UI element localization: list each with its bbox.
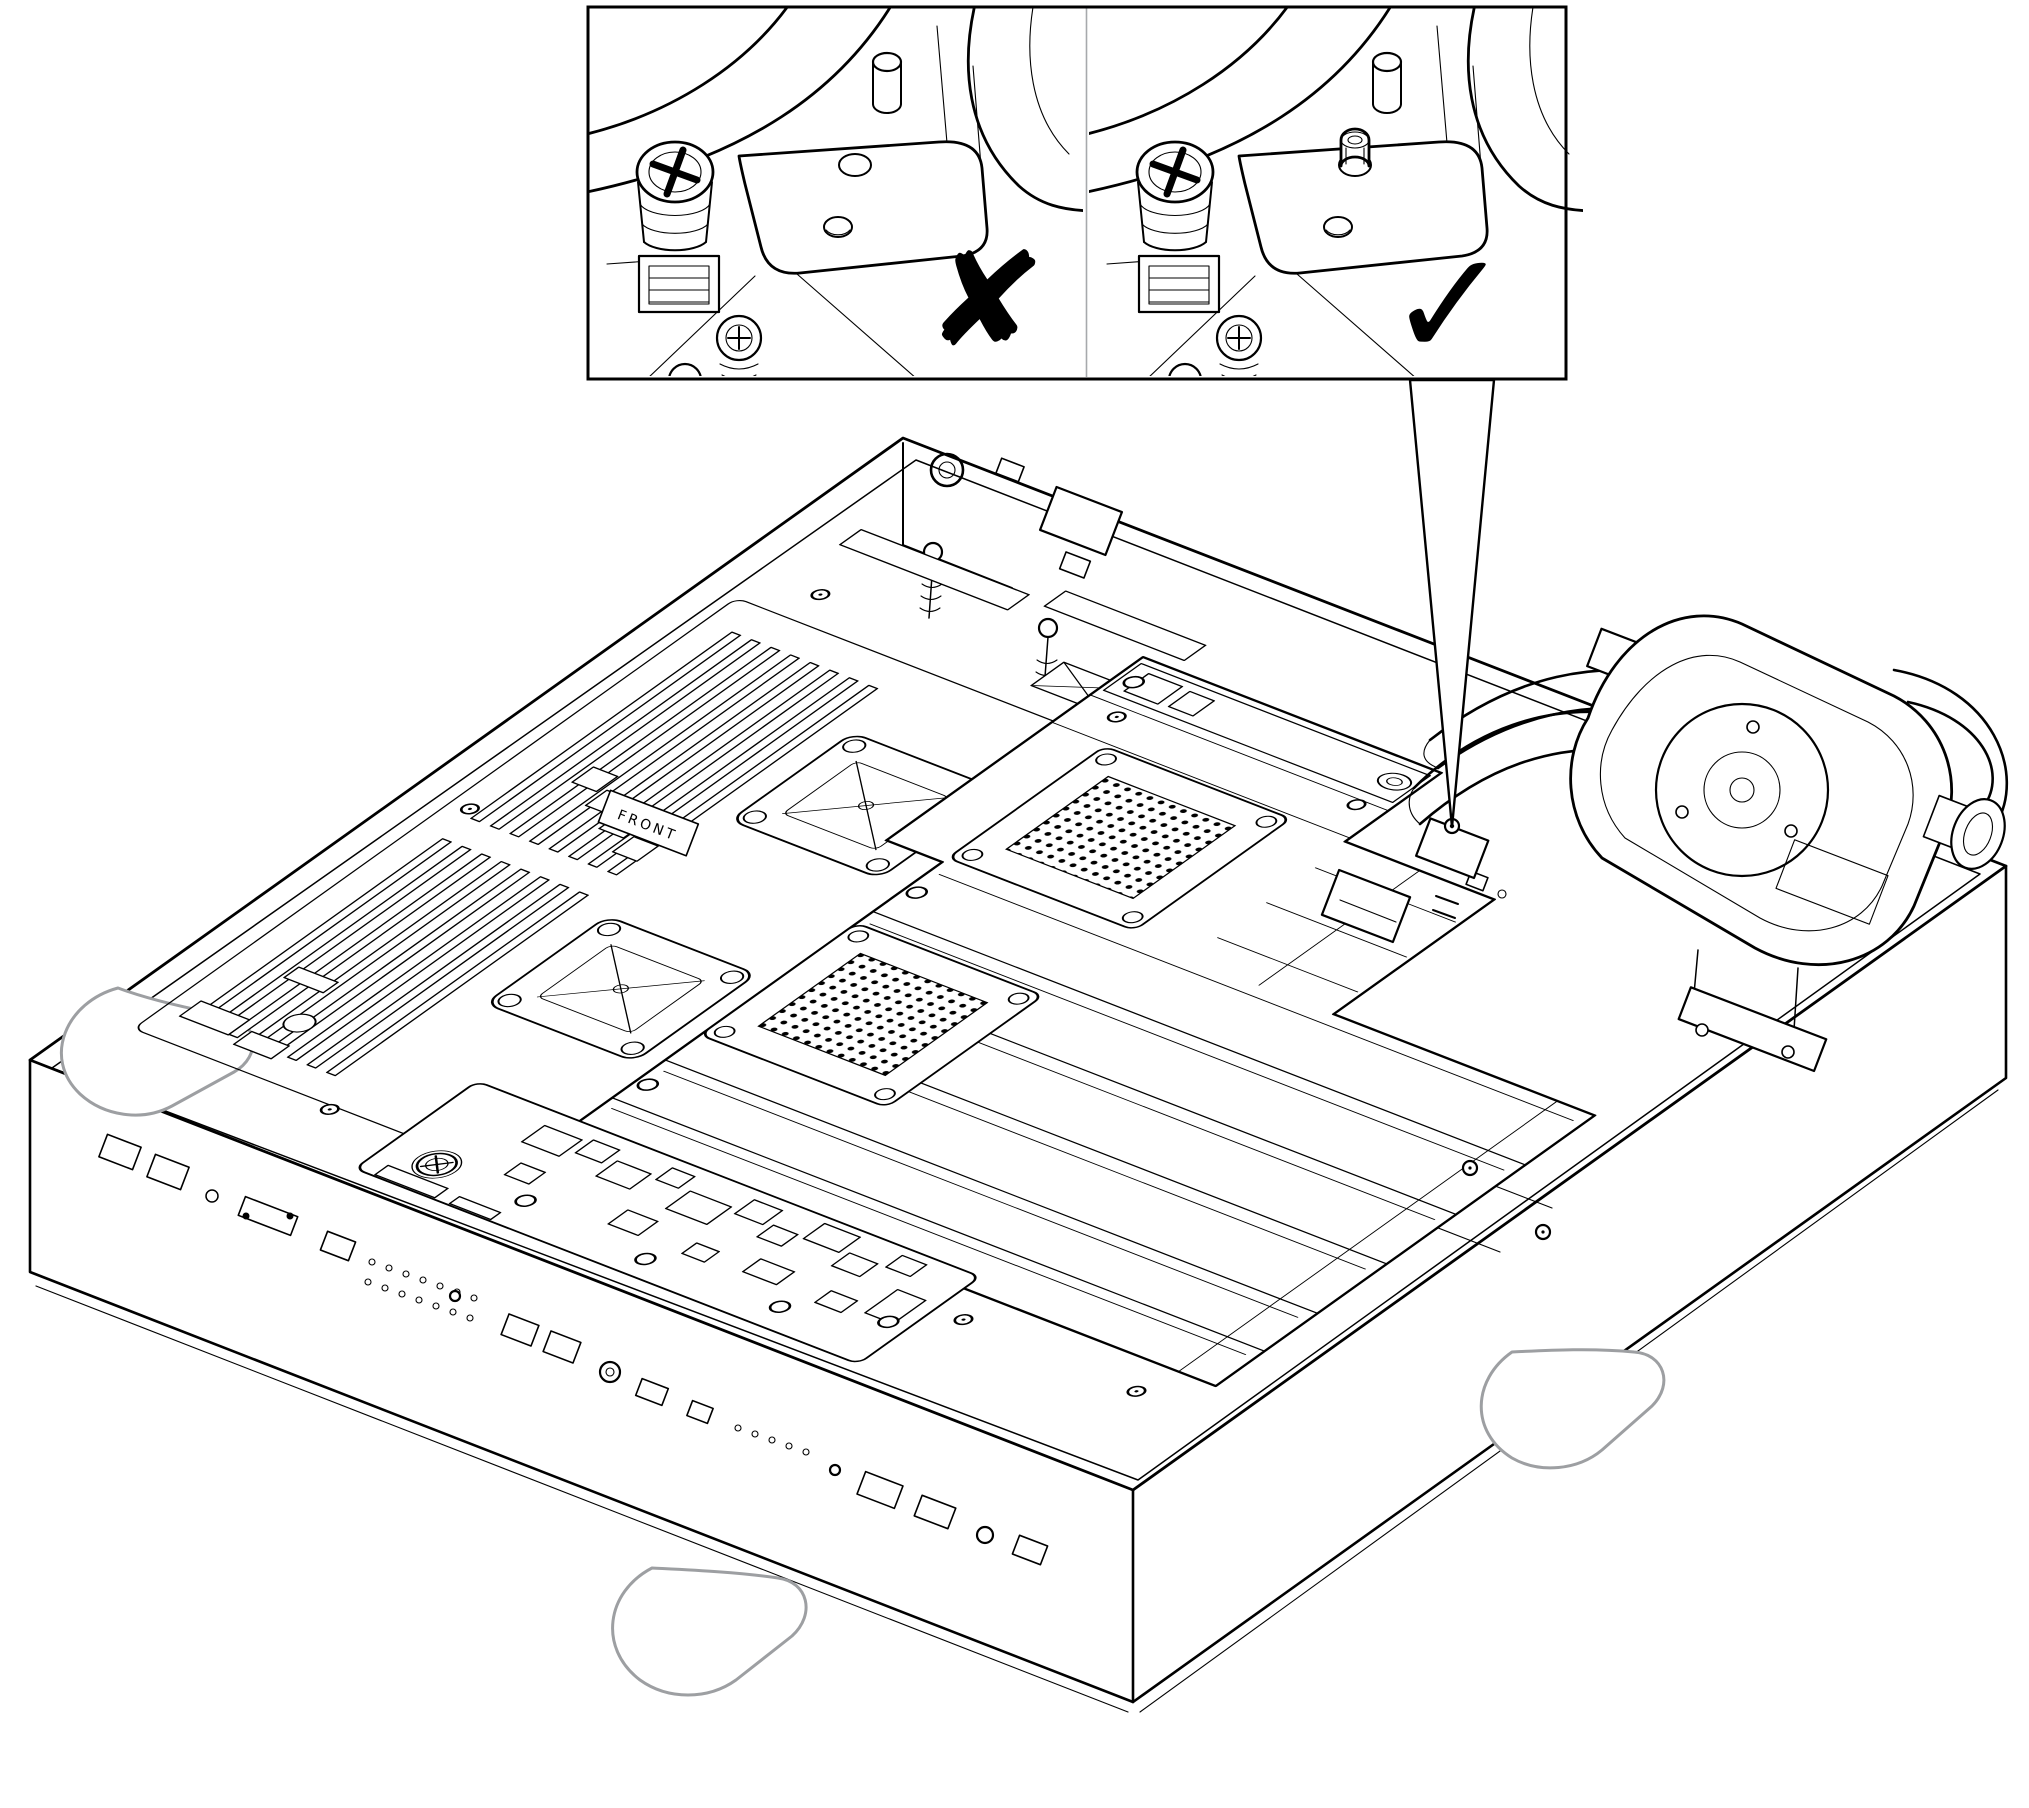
pump-assembly: [1408, 614, 2009, 1241]
server-tray: FRONT: [28, 436, 2009, 1713]
carrier-board: [358, 1083, 977, 1363]
inset-panel-incorrect: ✘: [587, 0, 1097, 385]
front-io-panel: [98, 1133, 1049, 1566]
gpu-heatsink-pad-2: [1004, 775, 1237, 900]
coolant-manifold: [1051, 662, 1432, 839]
gpu-heatsink-pad-1: [757, 952, 989, 1077]
side-wall-parts: [1320, 868, 1507, 944]
pump-cap: [1654, 702, 1830, 878]
correct-check-icon: ✓: [1387, 219, 1511, 391]
incorrect-x-icon: ✘: [921, 215, 1050, 385]
dimm-bank-1: [470, 631, 879, 876]
plunger-pin: [1339, 127, 1371, 168]
tray-interior: [137, 529, 1597, 1397]
inset-panel-correct: ✓: [1087, 0, 1597, 391]
corner-latch-right: [1479, 1348, 1666, 1470]
gpu-module-2: [951, 748, 1288, 929]
inset-callout: ✘ ✓: [586, 0, 1597, 391]
floor-screws: [319, 589, 1147, 1397]
cpu-socket-2: [490, 919, 751, 1059]
dimm-bank-2: [188, 838, 589, 1077]
corner-latch-front: [611, 1566, 808, 1697]
gpu-module-1: [703, 925, 1040, 1106]
coolant-fitting: [1922, 794, 2006, 870]
gpu-water-block-assembly: [561, 656, 1597, 1388]
captive-thumbscrew: [411, 1150, 463, 1179]
